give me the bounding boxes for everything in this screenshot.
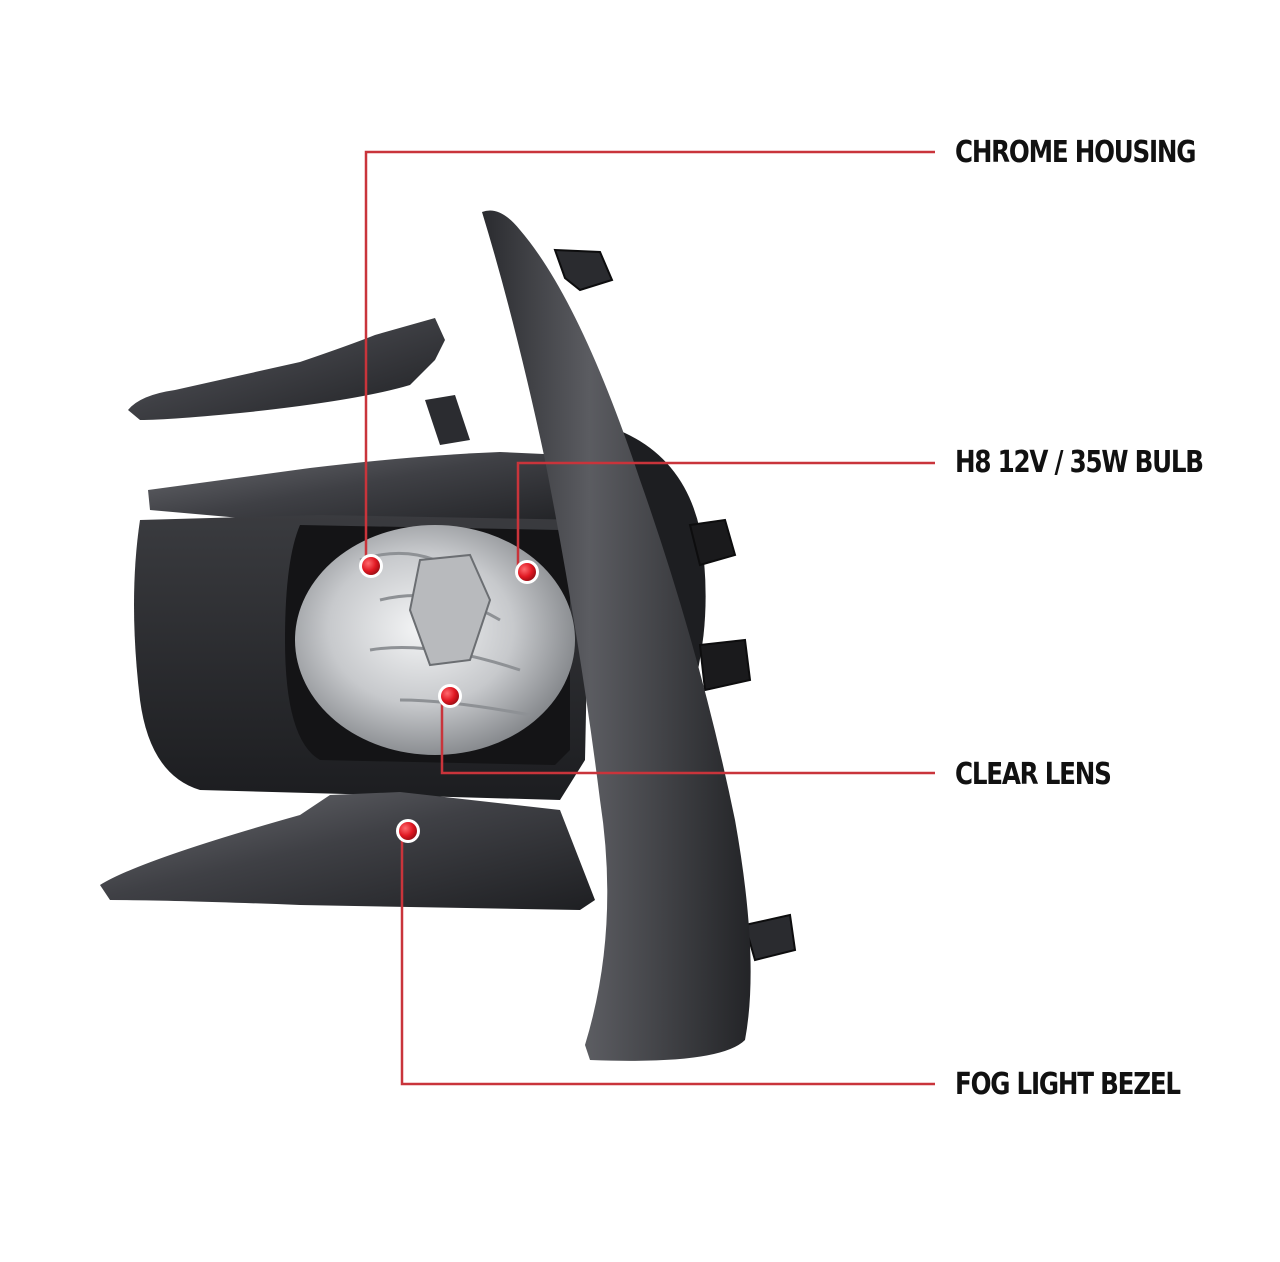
marker-dots <box>359 554 539 843</box>
vertical-bezel-strip <box>482 210 751 1061</box>
side-clip-lower <box>698 638 752 692</box>
upper-bezel-fin <box>128 318 445 420</box>
label-chrome-housing: CHROME HOUSING <box>955 135 1196 170</box>
upper-bezel-fin-bracket <box>425 395 470 445</box>
bulb-shape <box>408 553 492 667</box>
marker-dot-bezel <box>396 819 420 843</box>
lower-clip <box>743 913 797 962</box>
lower-bezel-fin <box>100 792 595 910</box>
label-bulb: H8 12V / 35W BULB <box>955 445 1204 480</box>
marker-dot-bulb <box>515 560 539 584</box>
label-clear-lens: CLEAR LENS <box>955 757 1112 792</box>
marker-dot-housing <box>359 554 383 578</box>
upper-clip <box>553 248 614 292</box>
label-fog-light-bezel: FOG LIGHT BEZEL <box>955 1067 1181 1102</box>
marker-dot-lens <box>438 684 462 708</box>
housing-top-rim <box>148 452 580 530</box>
side-clip-upper <box>688 518 737 567</box>
